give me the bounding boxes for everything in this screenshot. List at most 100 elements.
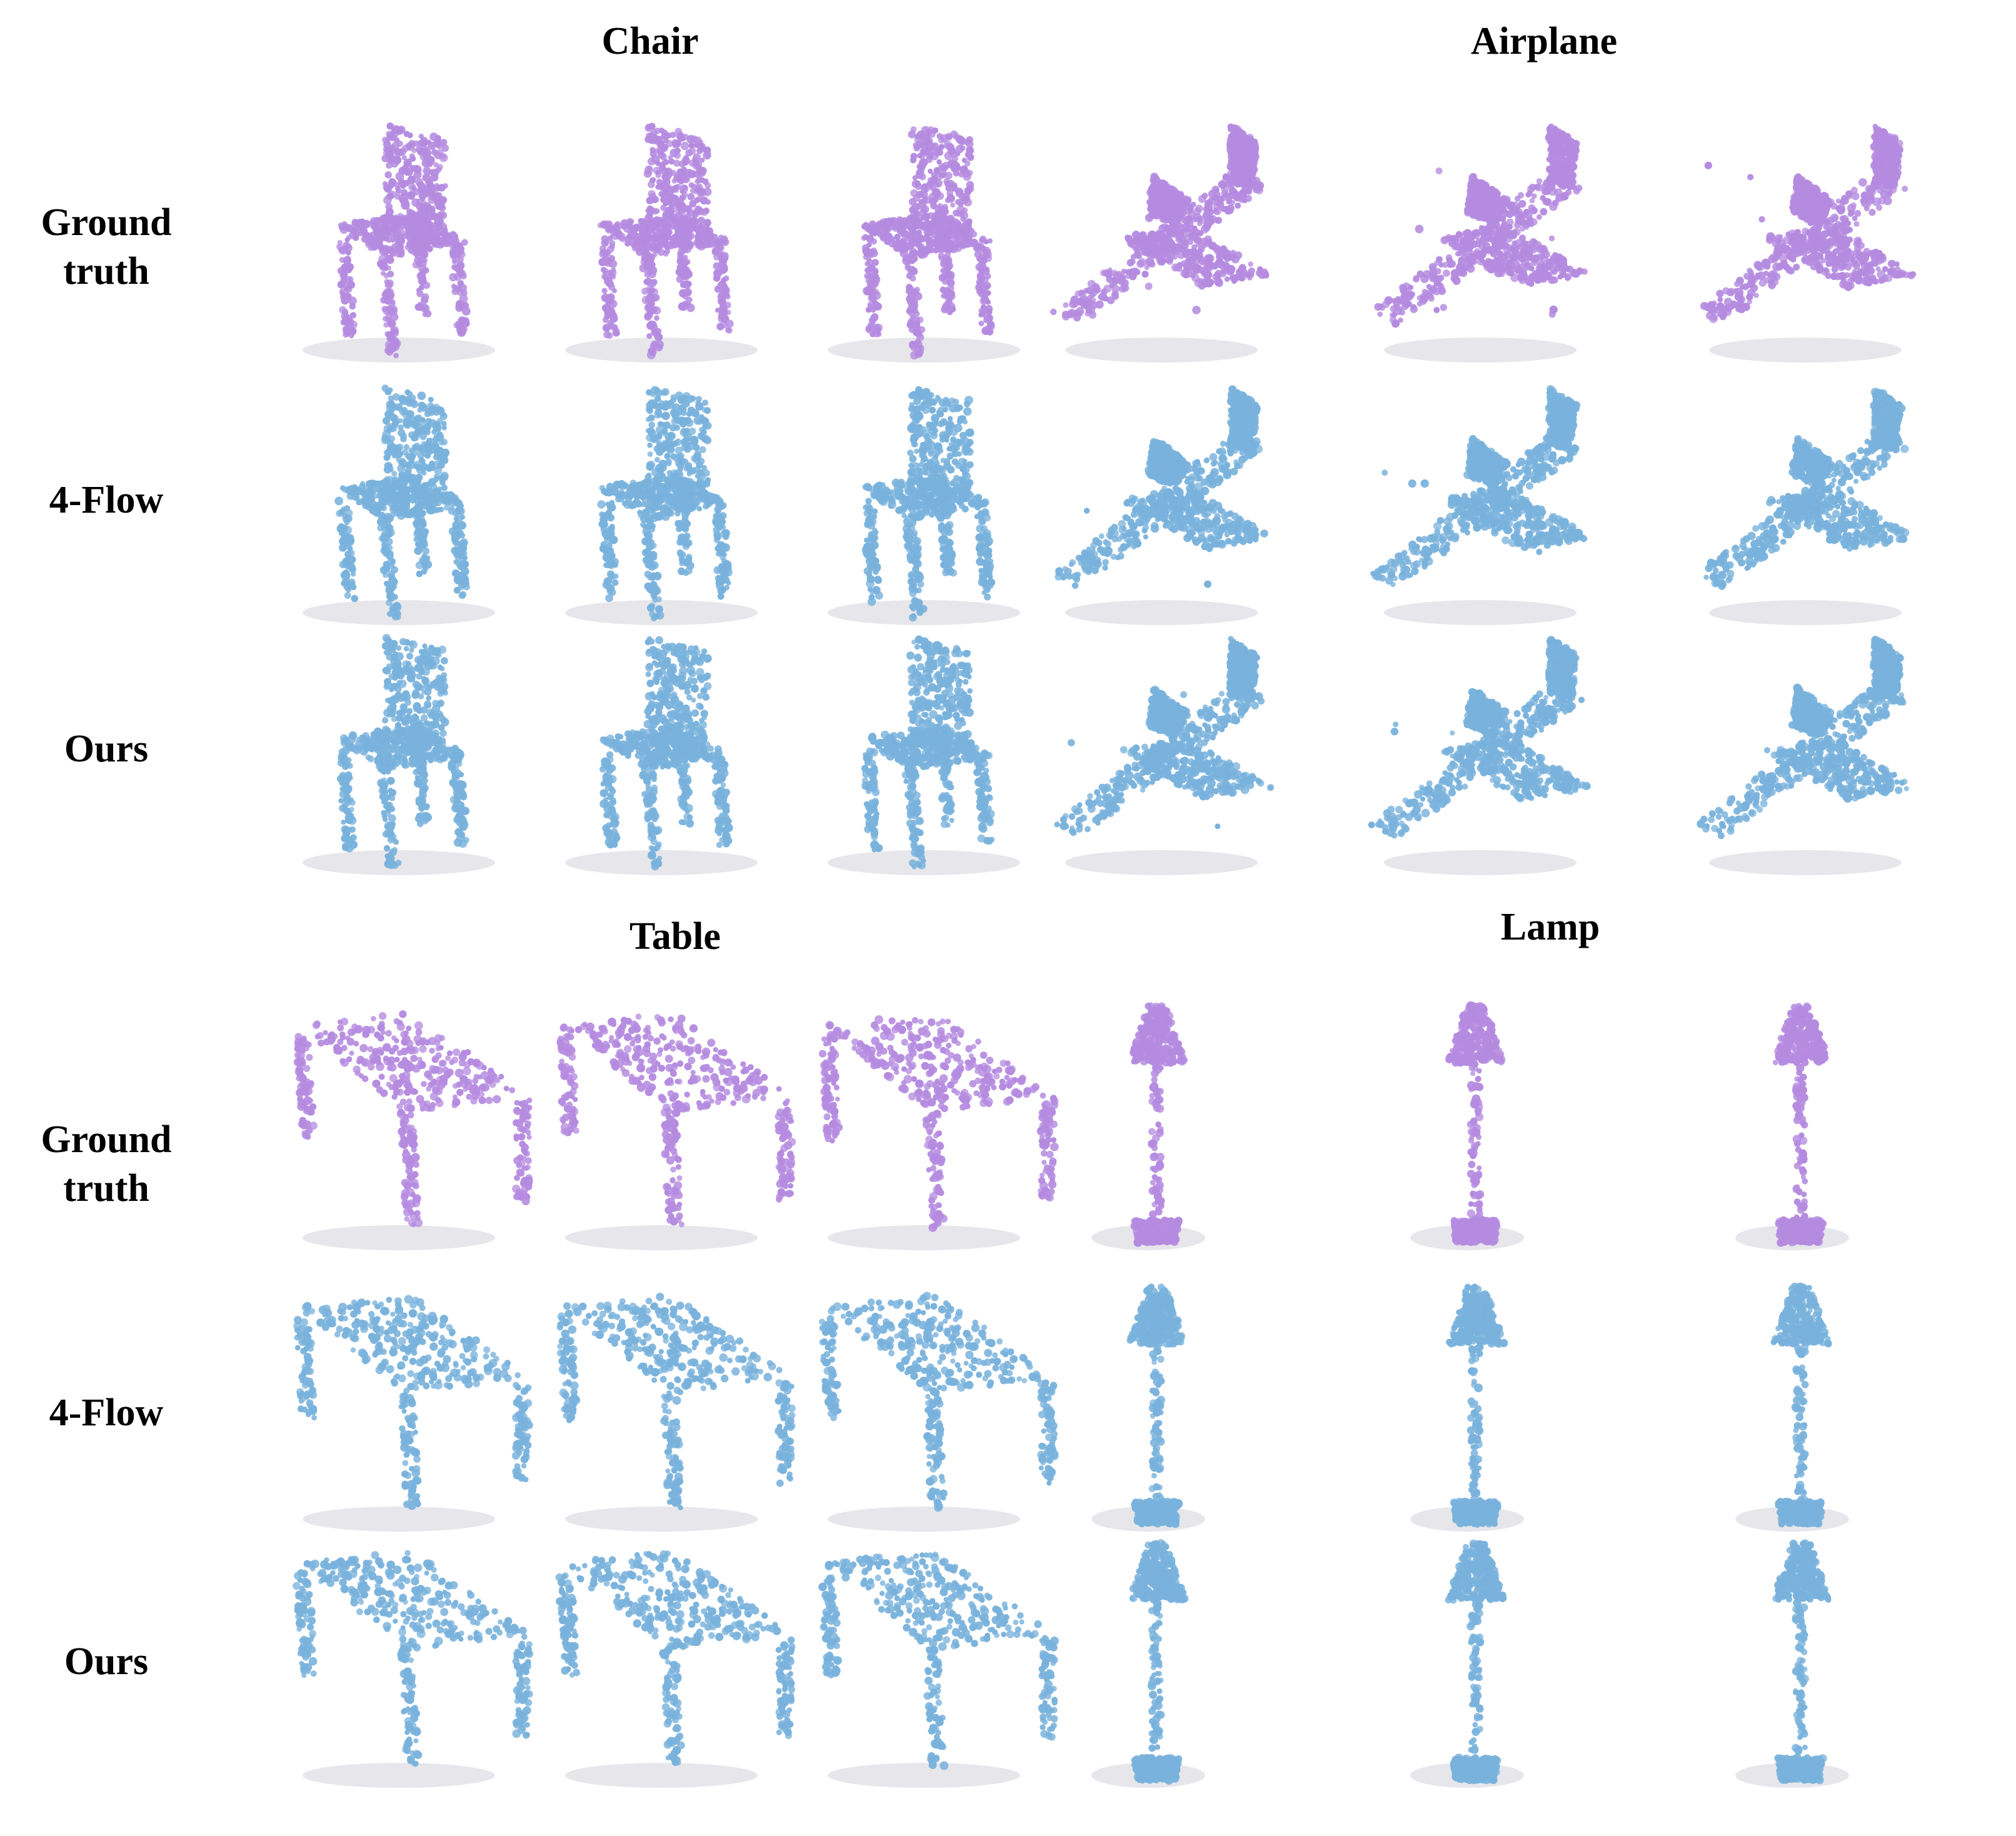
- points: [1446, 1283, 1508, 1528]
- points: [1130, 1002, 1188, 1247]
- row-label-4-flow: 4-Flow: [3, 1389, 209, 1438]
- ground-shadow: [565, 1763, 758, 1788]
- ground-shadow: [1709, 850, 1902, 875]
- chair-point-cloud: [565, 123, 758, 363]
- category-title-lamp: Lamp: [1488, 903, 1613, 952]
- lamp-point-cloud: [1091, 1002, 1205, 1250]
- row-label-4-flow: 4-Flow: [3, 476, 209, 525]
- ground-shadow: [1709, 600, 1902, 625]
- points: [1370, 385, 1588, 588]
- points: [1697, 636, 1909, 840]
- table-point-cloud: [293, 1550, 533, 1788]
- row-label-ground-truth: Ground truth: [3, 199, 209, 296]
- chair-point-cloud: [303, 634, 495, 875]
- points: [555, 1550, 796, 1766]
- points: [556, 1013, 796, 1228]
- row-label-ground-truth: Ground truth: [3, 1116, 209, 1213]
- row-label-ours: Ours: [3, 1638, 209, 1687]
- table-point-cloud: [818, 1015, 1059, 1250]
- points: [293, 1010, 533, 1228]
- points: [334, 384, 471, 621]
- chair-point-cloud: [828, 635, 1020, 875]
- points: [1055, 385, 1268, 589]
- category-title-table: Table: [613, 913, 738, 961]
- points: [1050, 123, 1270, 322]
- chair-point-cloud: [565, 386, 758, 625]
- ground-shadow: [828, 338, 1020, 363]
- points: [1368, 636, 1591, 839]
- points: [1772, 1539, 1832, 1785]
- ground-shadow: [565, 1225, 758, 1250]
- lamp-point-cloud: [1735, 1282, 1849, 1532]
- points: [1054, 636, 1275, 836]
- lamp-point-cloud: [1735, 1539, 1849, 1788]
- points: [818, 1015, 1059, 1232]
- airplane-point-cloud: [1697, 636, 1909, 875]
- table-point-cloud: [818, 1292, 1059, 1532]
- lamp-point-cloud: [1410, 1001, 1524, 1250]
- points: [556, 1293, 796, 1510]
- category-title-airplane: Airplane: [1419, 18, 1669, 66]
- points: [818, 1552, 1059, 1770]
- table-point-cloud: [293, 1295, 533, 1532]
- points: [336, 122, 471, 359]
- points: [1445, 1001, 1506, 1247]
- points: [1129, 1539, 1189, 1785]
- ground-shadow: [1384, 338, 1577, 363]
- lamp-point-cloud: [1091, 1539, 1205, 1788]
- points: [597, 123, 734, 359]
- ground-shadow: [1065, 338, 1258, 363]
- points: [861, 386, 996, 622]
- ground-shadow: [565, 1507, 758, 1532]
- points: [1374, 123, 1588, 328]
- airplane-point-cloud: [1050, 123, 1270, 363]
- airplane-point-cloud: [1700, 123, 1917, 363]
- ground-shadow: [303, 338, 495, 363]
- points: [1126, 1283, 1185, 1528]
- points: [336, 634, 470, 870]
- lamp-point-cloud: [1410, 1283, 1524, 1532]
- lamp-point-cloud: [1410, 1539, 1524, 1788]
- airplane-point-cloud: [1055, 385, 1268, 625]
- ground-shadow: [303, 1225, 495, 1250]
- chair-point-cloud: [303, 122, 495, 363]
- chair-point-cloud: [565, 636, 758, 875]
- airplane-point-cloud: [1368, 636, 1591, 875]
- points: [597, 386, 733, 621]
- table-point-cloud: [293, 1010, 533, 1250]
- ground-shadow: [1065, 600, 1258, 625]
- points: [861, 126, 995, 360]
- table-point-cloud: [555, 1550, 796, 1788]
- points: [293, 1295, 533, 1510]
- points: [861, 635, 995, 870]
- ground-shadow: [1709, 338, 1902, 363]
- chair-point-cloud: [828, 386, 1020, 625]
- points: [293, 1550, 533, 1767]
- ground-shadow: [1065, 850, 1258, 875]
- ground-shadow: [828, 1507, 1020, 1532]
- ground-shadow: [303, 1507, 495, 1532]
- airplane-point-cloud: [1054, 636, 1275, 875]
- category-title-chair: Chair: [588, 18, 713, 66]
- lamp-point-cloud: [1091, 1283, 1205, 1532]
- points: [1703, 388, 1910, 590]
- points: [1770, 1282, 1832, 1528]
- ground-shadow: [828, 1225, 1020, 1250]
- row-label-ours: Ours: [3, 725, 209, 774]
- points: [1772, 1002, 1829, 1247]
- table-point-cloud: [556, 1013, 796, 1250]
- chair-point-cloud: [828, 126, 1020, 363]
- ground-shadow: [828, 1763, 1020, 1788]
- ground-shadow: [303, 1763, 495, 1788]
- points: [1445, 1539, 1507, 1785]
- points: [818, 1292, 1059, 1512]
- table-point-cloud: [818, 1552, 1059, 1788]
- table-point-cloud: [556, 1293, 796, 1532]
- chair-point-cloud: [303, 384, 495, 625]
- airplane-point-cloud: [1703, 388, 1910, 625]
- airplane-point-cloud: [1374, 123, 1588, 363]
- ground-shadow: [1384, 850, 1577, 875]
- points: [1700, 123, 1917, 323]
- lamp-point-cloud: [1735, 1002, 1849, 1250]
- ground-shadow: [1384, 600, 1577, 625]
